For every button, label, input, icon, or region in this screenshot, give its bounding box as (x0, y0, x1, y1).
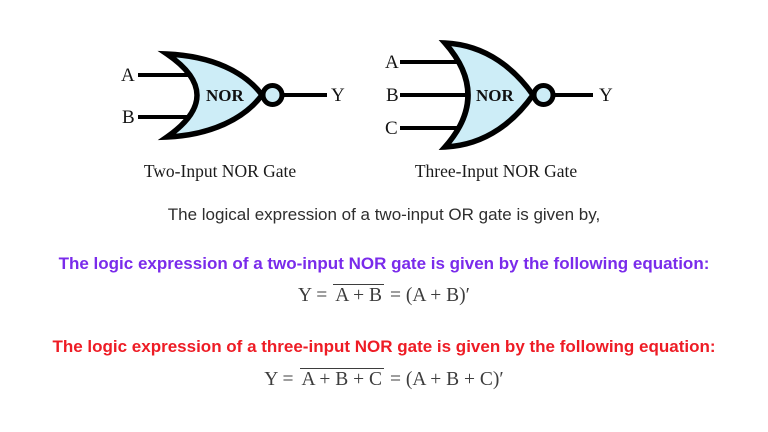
gate-name-label: NOR (476, 86, 515, 105)
input-label-a: A (385, 52, 399, 73)
gate-name-label: NOR (206, 86, 245, 105)
two-input-equation-heading: The logic expression of a two-input NOR … (58, 254, 710, 273)
three-input-equation: Y =A + B + C= (A + B + C)′ (0, 368, 768, 391)
inversion-bubble (260, 83, 285, 107)
intro-sentence: The logical expression of a two-input OR… (167, 205, 601, 224)
equation-overlined-term: A + B + C (299, 368, 385, 390)
output-label-y: Y (599, 85, 613, 106)
two-input-gate-caption: Two-Input NOR Gate (143, 161, 297, 181)
equation-rhs: = (A + B)′ (390, 285, 470, 306)
two-input-nor-gate-svg: A B NOR Y (121, 50, 345, 141)
three-input-equation-heading: The logic expression of a three-input NO… (52, 337, 716, 356)
equation-overlined-term: A + B (333, 284, 385, 306)
two-input-equation: Y =A + B= (A + B)′ (0, 284, 768, 307)
three-input-nor-gate-svg: A B C NOR Y (385, 39, 613, 151)
input-label-b: B (386, 85, 399, 106)
nor-gate-body (438, 39, 537, 151)
equation-lhs: Y = (264, 369, 294, 390)
equation-lhs: Y = (298, 285, 328, 306)
input-label-b: B (122, 107, 135, 128)
inversion-bubble (531, 83, 556, 107)
input-label-c: C (385, 118, 398, 139)
three-input-nor-gate-diagram: A B C NOR Y (380, 38, 615, 153)
three-input-gate-caption: Three-Input NOR Gate (414, 161, 578, 181)
nor-gate-body (157, 50, 266, 141)
input-label-a: A (121, 65, 135, 86)
two-input-nor-gate-diagram: A B NOR Y (112, 45, 352, 145)
equation-rhs: = (A + B + C)′ (390, 369, 504, 390)
output-label-y: Y (331, 85, 345, 106)
